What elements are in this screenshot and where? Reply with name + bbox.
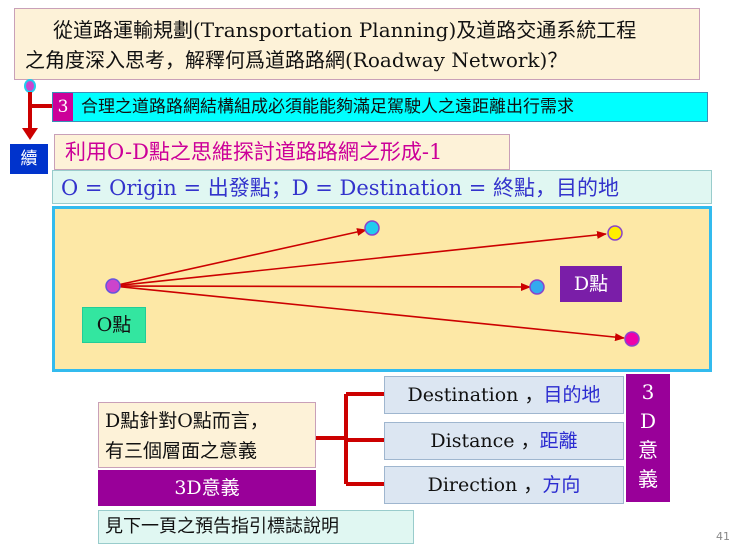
section-title: 利用O-D點之思維探討道路路網之形成-1 bbox=[54, 134, 510, 170]
item-3-text: 合理之道路路網結構組成必須能能夠滿足駕駛人之遠距離出行需求 bbox=[81, 97, 574, 117]
question-box: 從道路運輸規劃(Transportation Planning)及道路交通系統工… bbox=[14, 8, 700, 80]
d-meaning-box: D點針對O點而言， 有三個層面之意義 bbox=[98, 402, 316, 468]
dimension-direction-en: Direction bbox=[427, 474, 518, 496]
destination-point-2 bbox=[607, 225, 623, 241]
arrow-to-dest-2 bbox=[112, 230, 607, 287]
dimension-distance-en: Distance bbox=[430, 430, 515, 452]
item-3-bar: 3 合理之道路路網結構組成必須能能夠滿足駕駛人之遠距離出行需求 bbox=[52, 92, 708, 122]
origin-label: O點 bbox=[82, 307, 146, 343]
dimension-distance: Distance ，距離 bbox=[384, 422, 624, 460]
side-char-3: 意 bbox=[638, 438, 658, 462]
page-number: 41 bbox=[716, 530, 730, 543]
side-char-1: 3 bbox=[641, 380, 655, 404]
arrow-to-dest-1 bbox=[112, 228, 367, 287]
continue-badge: 續 bbox=[10, 144, 48, 174]
destination-point-3 bbox=[529, 279, 545, 295]
destination-point-4 bbox=[624, 331, 640, 347]
destination-point-1 bbox=[364, 220, 380, 236]
question-line-2: 之角度深入思考，解釋何爲道路路網(Roadway Network)？ bbox=[25, 48, 568, 72]
origin-point bbox=[105, 278, 121, 294]
see-next-page-note: 見下一頁之預告指引標誌說明 bbox=[98, 510, 414, 544]
destination-label: D點 bbox=[560, 266, 622, 302]
d-meaning-line-2: 有三個層面之意義 bbox=[105, 440, 258, 462]
three-d-side-label: 3 D 意 義 bbox=[626, 374, 670, 502]
item-number-badge: 3 bbox=[53, 93, 73, 121]
side-char-4: 義 bbox=[638, 467, 658, 491]
dimension-destination-en: Destination bbox=[407, 384, 519, 406]
dimension-destination-zh: 目的地 bbox=[543, 384, 601, 406]
arrow-to-dest-3 bbox=[112, 282, 531, 291]
dimension-direction: Direction ，方向 bbox=[384, 466, 624, 504]
three-d-meaning-label: 3D意義 bbox=[98, 470, 316, 506]
side-char-2: D bbox=[639, 409, 657, 433]
question-line-1: 從道路運輸規劃(Transportation Planning)及道路交通系統工… bbox=[53, 18, 637, 42]
dimension-destination: Destination ，目的地 bbox=[384, 376, 624, 414]
arrow-to-dest-4 bbox=[112, 285, 625, 342]
dimension-distance-zh: 距離 bbox=[539, 430, 578, 452]
down-arrow-icon bbox=[22, 128, 38, 140]
d-meaning-line-1: D點針對O點而言， bbox=[105, 410, 269, 432]
od-definition: O = Origin = 出發點；D = Destination = 終點，目的… bbox=[52, 170, 712, 204]
dimension-direction-zh: 方向 bbox=[542, 474, 581, 496]
